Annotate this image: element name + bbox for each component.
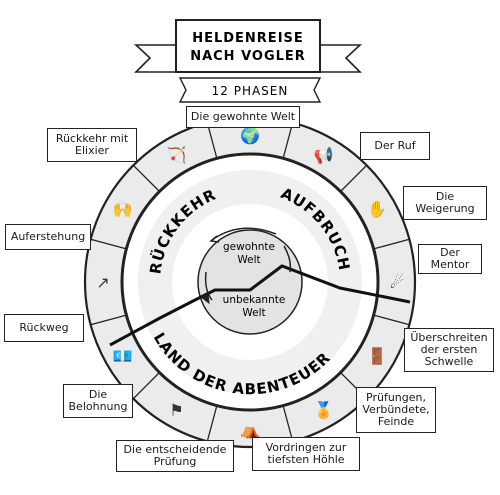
segment-dividers [90,122,410,442]
phase-box-der-mentor: Der Mentor [418,244,482,274]
phase-box-der-ruf: Der Ruf [360,132,430,160]
segment-divider [282,122,294,159]
segment-divider [373,238,410,250]
mentor-icon: ☄ [390,273,404,292]
center-circle [197,229,303,335]
globe-icon: 🌍 [240,126,260,145]
phase-box-belohnung: Die Belohnung [63,384,133,418]
cycle-arrow-right [283,245,292,273]
raised-hands-icon: 🙌 [113,200,133,219]
segment-divider [90,238,127,250]
cycle-arrow-top-head [209,235,220,243]
phase-box-die-weigerung: Die Weigerung [403,186,487,220]
segment-divider [282,405,294,442]
medal-icon: 🏅 [314,400,334,419]
money-icon: 💶 [113,347,133,366]
cycle-arrow-left-head [200,293,210,305]
banner-ribbon-right [317,44,363,73]
banner-ribbon-left [133,44,177,73]
phase-icons: 🌍 📢 ✋ ☄ 🚪 🏅 ⛺ ⚑ 💶 ↗ 🙌 🏹 [96,126,404,439]
segment-divider [206,405,218,442]
segment-divider [206,122,218,159]
cave-icon: ⛺ [240,420,260,439]
phase-box-auferstehung: Auferstehung [5,224,91,250]
stop-hand-icon: ✋ [367,200,387,219]
phase-box-vordringen: Vordringen zur tiefsten Höhle [252,437,360,471]
world-divider-line [109,264,411,347]
phase-box-entscheidende-pruefung: Die entscheidende Prüfung [116,440,234,472]
banner-title-line1: HELDENREISE [192,31,304,46]
phase-box-rueckkehr-elixier: Rückkehr mit Elixier [47,128,137,162]
segment-divider [132,164,160,192]
phase-box-ueberschreiten: Überschreiten der ersten Schwelle [404,328,494,372]
banner-subtitle: 12 PHASEN [212,84,289,98]
segment-divider [340,164,368,192]
phase-wheel: 🌍 📢 ✋ ☄ 🚪 🏅 ⛺ ⚑ 💶 ↗ 🙌 🏹 [83,115,417,449]
path-arrow-icon: ↗ [96,273,109,292]
title-banner: HELDENREISE NACH VOGLER 12 PHASEN [133,19,363,103]
phase-box-pruefungen: Prüfungen, Verbündete, Feinde [356,387,436,433]
banner-title-line2: NACH VOGLER [190,49,306,64]
door-icon: 🚪 [367,347,387,366]
segment-divider [373,314,410,326]
segment-divider [90,314,127,326]
megaphone-icon: 📢 [314,146,334,165]
flag-icon: ⚑ [169,400,183,419]
banner-main-box [175,19,321,73]
potion-icon: 🏹 [167,146,187,165]
subtitle-ribbon [178,77,322,103]
phase-box-gewohnte-welt: Die gewohnte Welt [186,106,300,128]
segment-divider [132,372,160,400]
phase-box-rueckweg: Rückweg [4,314,84,342]
cycle-arrow-left [204,271,213,301]
